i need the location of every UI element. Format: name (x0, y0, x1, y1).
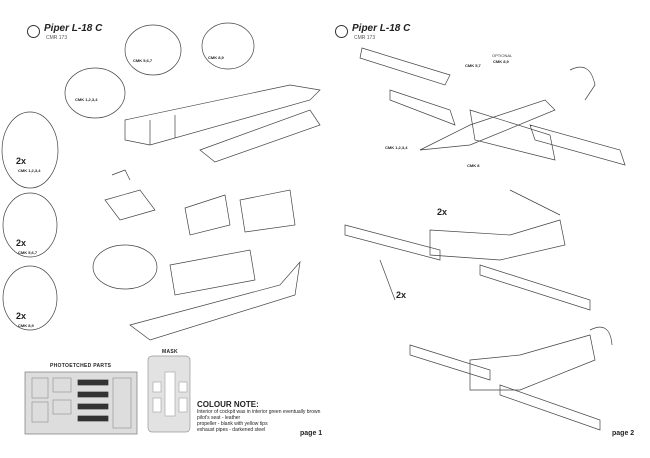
detail-circle (2, 265, 58, 331)
fret-small-parts (31, 377, 132, 429)
cockpit-parts (104, 169, 156, 221)
detail-circle (2, 192, 58, 258)
colour-note-line: exhaust pipes - darkened steel (197, 427, 266, 433)
fuselage-bottom (129, 249, 301, 341)
cmk-logo (335, 25, 348, 38)
mask-windows (152, 371, 188, 417)
detail-circle (201, 22, 255, 70)
fuselage-top (124, 84, 321, 163)
quantity-label: 2x (16, 156, 27, 166)
fret-parts (77, 379, 109, 422)
callout-label: CMK 1,2,3,4 (385, 145, 408, 150)
page1-code: CMR 173 (46, 35, 68, 41)
optional-label: OPTIONAL (492, 53, 513, 58)
mask-label: MASK (162, 349, 178, 355)
page1-title: Piper L-18 C (44, 23, 103, 34)
callout-label: CMK 5,6,7 (133, 58, 153, 63)
callout-label: CMK 8,9 (493, 59, 509, 64)
photoetched-parts-label: PHOTOETCHED PARTS (50, 363, 112, 369)
plane-side-view (344, 189, 591, 311)
colour-note: COLOUR NOTE: Interior of cockpit was in … (197, 400, 322, 433)
detail-circle (1, 111, 59, 189)
detail-circle (124, 24, 182, 76)
cmk-logo (27, 25, 40, 38)
callout-label: CMK 1,2,3,4 (75, 97, 98, 102)
callout-label: CMK 8,9 (18, 323, 34, 328)
callout-label: CMK 5,7 (465, 63, 481, 68)
plane-top-view (359, 47, 626, 166)
callout-label: CMK 8,9 (208, 55, 224, 60)
page2-code: CMR 173 (354, 35, 376, 41)
page-number: page 2 (612, 430, 635, 437)
colour-note-line: propeller - blank with yellow tips (197, 421, 268, 427)
page2-title: Piper L-18 C (352, 23, 411, 34)
detail-circle (64, 67, 126, 119)
callout-label: CMK 1,2,3,4 (18, 168, 41, 173)
quantity-label: 2x (437, 207, 448, 217)
colour-note-line: pilot's seat - leather (197, 415, 241, 421)
quantity-label: 2x (396, 290, 407, 300)
wing-detail (184, 189, 296, 236)
callout-label: CMK 5,6,7 (18, 250, 38, 255)
quantity-label: 2x (16, 311, 27, 321)
colour-note-line: Interior of cockpit was in interior gree… (197, 409, 321, 415)
plane-bottom-view (409, 326, 613, 431)
callout-label: CMK 8 (467, 163, 480, 168)
quantity-label: 2x (16, 238, 27, 248)
page-number: page 1 (300, 430, 323, 437)
detail-circle (92, 244, 158, 290)
colour-note-heading: COLOUR NOTE: (197, 400, 259, 409)
